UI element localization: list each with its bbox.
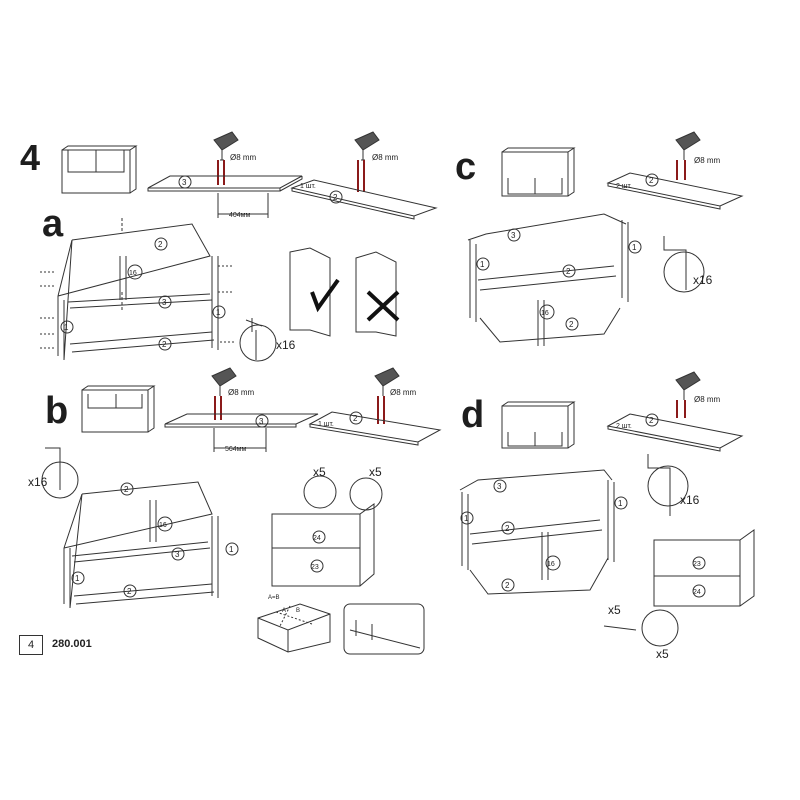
assembly-d: 3 2 2 1 1 16 x16 23 24 x5 x5 (459, 454, 755, 661)
part-number: 2 (649, 176, 654, 185)
part-number: 1 (64, 323, 69, 332)
thumbnail-cabinet-step4 (61, 145, 138, 194)
assembly-c: 3 2 2 1 1 16 x16 (467, 213, 713, 346)
part-number: 2 (566, 267, 571, 276)
clip-count: x5 (656, 647, 669, 661)
back-panel-number: 23 (693, 561, 701, 568)
quantity-label: 2 шт. (616, 183, 632, 190)
drill-diameter-label: Ø8 mm (230, 153, 257, 162)
dimension-label: 404мм (229, 212, 250, 219)
part-number: 2 (158, 240, 163, 249)
drilling-board-step4-left: 3 404мм (147, 175, 303, 219)
dimension-label: 564мм (225, 446, 246, 453)
drill-diameter-label: Ø8 mm (372, 153, 399, 162)
drill-diameter-label: Ø8 mm (228, 388, 255, 397)
part-number: 3 (511, 231, 516, 240)
drilling-board-c: 2 2 шт. (606, 172, 744, 210)
part-number: 1 (464, 514, 469, 523)
part-number: 1 (75, 574, 80, 583)
diagonal-label: A=B (268, 595, 280, 601)
assembly-b: x16 2 3 2 1 1 16 24 23 x5 x5 A=B A B (28, 447, 425, 655)
back-panel-number: 23 (311, 564, 319, 571)
correct-drilling-icon (289, 247, 340, 337)
part-number: 1 (480, 260, 485, 269)
clip-count: x5 (369, 465, 382, 479)
part-number: 16 (159, 522, 167, 529)
part-number: 16 (541, 310, 549, 317)
back-panel-number: 24 (693, 589, 701, 596)
quantity-label: 1 шт. (300, 183, 316, 190)
document-code: 280.001 (52, 638, 92, 650)
drilling-board-d: 2 2 шт. (606, 413, 744, 452)
section-label-a: a (42, 203, 64, 245)
part-number: 2 (162, 340, 167, 349)
dowel-count: x16 (276, 338, 296, 352)
part-number: 16 (129, 270, 137, 277)
page-number: 4 (19, 635, 43, 655)
corner-label: B (296, 608, 300, 614)
part-number: 2 (505, 524, 510, 533)
dowel-count: x16 (693, 273, 713, 287)
part-number: 3 (175, 550, 180, 559)
drill-icon (211, 131, 701, 400)
part-number: 2 (353, 414, 358, 423)
part-number: 3 (182, 178, 187, 187)
drill-diameter-label: Ø8 mm (694, 395, 721, 404)
quantity-label: 2 шт. (616, 423, 632, 430)
part-number: 3 (497, 482, 502, 491)
section-label-d: d (461, 394, 485, 436)
step-number: 4 (20, 137, 41, 178)
thumbnail-cabinet-b (81, 385, 156, 433)
part-number: 1 (229, 545, 234, 554)
drill-diameter-label: Ø8 mm (390, 388, 417, 397)
quantity-label: 1 шт. (318, 421, 334, 428)
part-number: 1 (216, 308, 221, 317)
part-number: 2 (569, 320, 574, 329)
back-panel-number: 24 (313, 535, 321, 542)
wrong-drilling-icon (355, 251, 400, 337)
part-number: 16 (547, 561, 555, 568)
section-label-c: c (455, 146, 477, 188)
part-number: 3 (259, 417, 264, 426)
part-number: 1 (618, 499, 623, 508)
drilling-board-b-left: 3 564мм (164, 413, 319, 453)
drill-arrow-icon (214, 160, 686, 424)
section-label-b: b (45, 390, 69, 432)
dowel-count: x16 (680, 493, 700, 507)
part-number: 2 (505, 581, 510, 590)
nail-count: x5 (608, 603, 621, 617)
assembly-a: 2 3 2 1 1 16 x16 (40, 218, 296, 362)
thumbnail-cabinet-d (501, 401, 576, 449)
part-number: 2 (124, 485, 129, 494)
corner-label: A (282, 608, 286, 614)
drilling-board-step4-right: 2 1 шт. (290, 179, 438, 220)
thumbnail-cabinet-c (501, 147, 576, 197)
nail-count: x5 (313, 465, 326, 479)
drill-diameter-label: Ø8 mm (694, 156, 721, 165)
part-number: 3 (162, 298, 167, 307)
part-number: 2 (649, 416, 654, 425)
part-number: 2 (333, 193, 338, 202)
dowel-count: x16 (28, 475, 48, 489)
drilling-board-b-right: 2 1 шт. (308, 411, 442, 446)
part-number: 1 (632, 243, 637, 252)
part-number: 2 (127, 587, 132, 596)
